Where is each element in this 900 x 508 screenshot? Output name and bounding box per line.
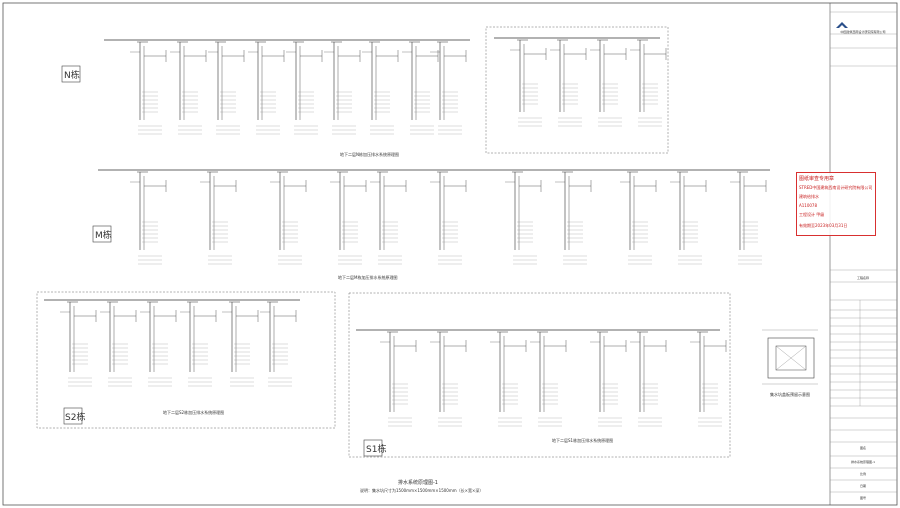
title-block-drawing-label: 图名 <box>859 446 866 450</box>
region-label-s1: S1栋 <box>366 445 387 455</box>
region-label-n: N栋 <box>64 71 80 81</box>
title-block-date-label: 日期 <box>859 484 866 488</box>
region-box-s2 <box>63 407 83 425</box>
stamp-line-4: A110078 <box>799 203 818 208</box>
region-label-m: M栋 <box>95 231 112 241</box>
stamp-line-5: 工程设计 甲级 <box>799 212 825 217</box>
title-block-company: 中国建筑西南设计研究院有限公司 <box>840 30 886 34</box>
region-box-n <box>61 65 81 83</box>
title-block-sheet-label: 图号 <box>859 496 866 500</box>
caption-drain-title: 排水系统原理图-1 <box>398 480 438 486</box>
region-box-s1 <box>363 439 383 457</box>
caption-n-main: 地下二层N栋加压排水系统原理图 <box>340 152 399 157</box>
title-block-scale-label: 比例 <box>859 472 866 476</box>
approval-stamp: 图纸审查专用章 STRED中国建筑西南设计研究院有限公司 建筑给排水 A1100… <box>796 172 876 236</box>
detail-box-s2 <box>36 291 336 429</box>
title-block-grid <box>830 11 897 493</box>
caption-m-main: 地下二层M栋加压排水系统原理图 <box>338 275 398 280</box>
caption-pit-detail: 集水坑盖板预留示意图 <box>770 392 810 397</box>
caption-drain-note: 说明：集水坑尺寸为1500mm×1500mm×1500mm（长×宽×深） <box>360 488 484 493</box>
stamp-line-1: 图纸审查专用章 <box>799 176 835 182</box>
company-logo <box>836 22 848 28</box>
stamp-line-6: 有效期至2023年03月31日 <box>799 223 848 228</box>
pit-cover-detail <box>762 329 818 385</box>
stamp-line-3: 建筑给排水 <box>799 194 819 199</box>
detail-box-s1 <box>348 292 731 458</box>
detail-box-n-right <box>485 26 669 154</box>
caption-s2-main: 地下二层S2栋加压排水系统原理图 <box>163 410 225 415</box>
pipe-schematics <box>44 37 770 427</box>
region-label-s2: S2栋 <box>65 413 86 423</box>
caption-s1-main: 地下二层S1栋加压排水系统原理图 <box>552 438 614 443</box>
title-block: 中国建筑西南设计研究院有限公司 工程名称 图名 排水系统原理图-1 比例 日期 … <box>830 0 896 508</box>
stamp-line-2: STRED中国建筑西南设计研究院有限公司 <box>799 185 873 190</box>
title-block-drawing-name: 排水系统原理图-1 <box>851 460 875 464</box>
title-block-project-label: 工程名称 <box>856 276 869 280</box>
region-box-m <box>92 225 112 243</box>
